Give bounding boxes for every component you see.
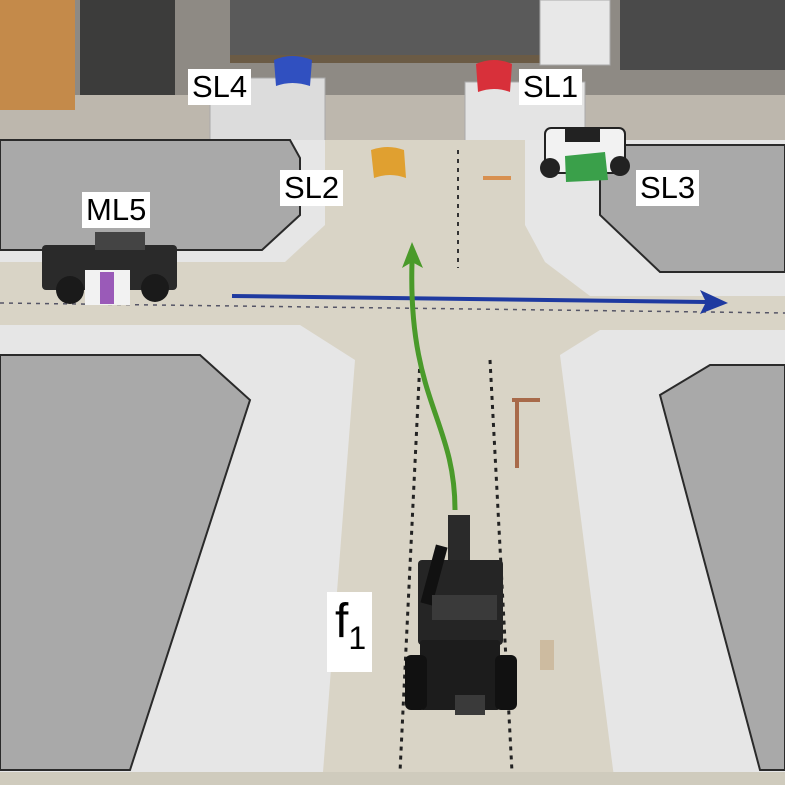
label-f1: f1 <box>327 592 373 672</box>
floor-tape-mark <box>483 176 511 180</box>
label-f1-main: f <box>335 595 349 648</box>
green-trajectory <box>402 242 458 511</box>
block-bottom-right <box>658 364 785 771</box>
floor-tape-mark <box>512 398 540 402</box>
bottom-edge-strip <box>0 772 785 785</box>
label-sl2: SL2 <box>280 170 344 206</box>
label-ml5: ML5 <box>82 192 151 228</box>
ego-robot <box>405 515 517 715</box>
block-bottom-left <box>0 354 252 771</box>
sl3-robot <box>540 127 630 182</box>
floor-tape-mark <box>515 398 519 468</box>
shelf-unit <box>230 0 550 55</box>
sl2-flag <box>371 147 406 178</box>
shelf-unit-right <box>620 0 785 70</box>
shelf-board <box>230 55 550 63</box>
label-sl1: SL1 <box>519 69 583 105</box>
floor-tape-mark <box>540 640 554 670</box>
blue-trajectory <box>231 290 728 314</box>
ml5-robot <box>42 232 177 305</box>
label-sl4: SL4 <box>188 69 252 105</box>
sl1-flag <box>476 60 512 92</box>
label-f1-subscript: 1 <box>348 620 367 656</box>
storage-box-top <box>539 0 611 66</box>
lab-floor-strip <box>0 95 785 145</box>
label-sl3: SL3 <box>636 170 700 206</box>
lane-marking-vertical-left <box>398 359 422 773</box>
sl4-flag <box>274 56 312 86</box>
office-chair <box>80 0 175 95</box>
cabinet <box>0 0 75 110</box>
